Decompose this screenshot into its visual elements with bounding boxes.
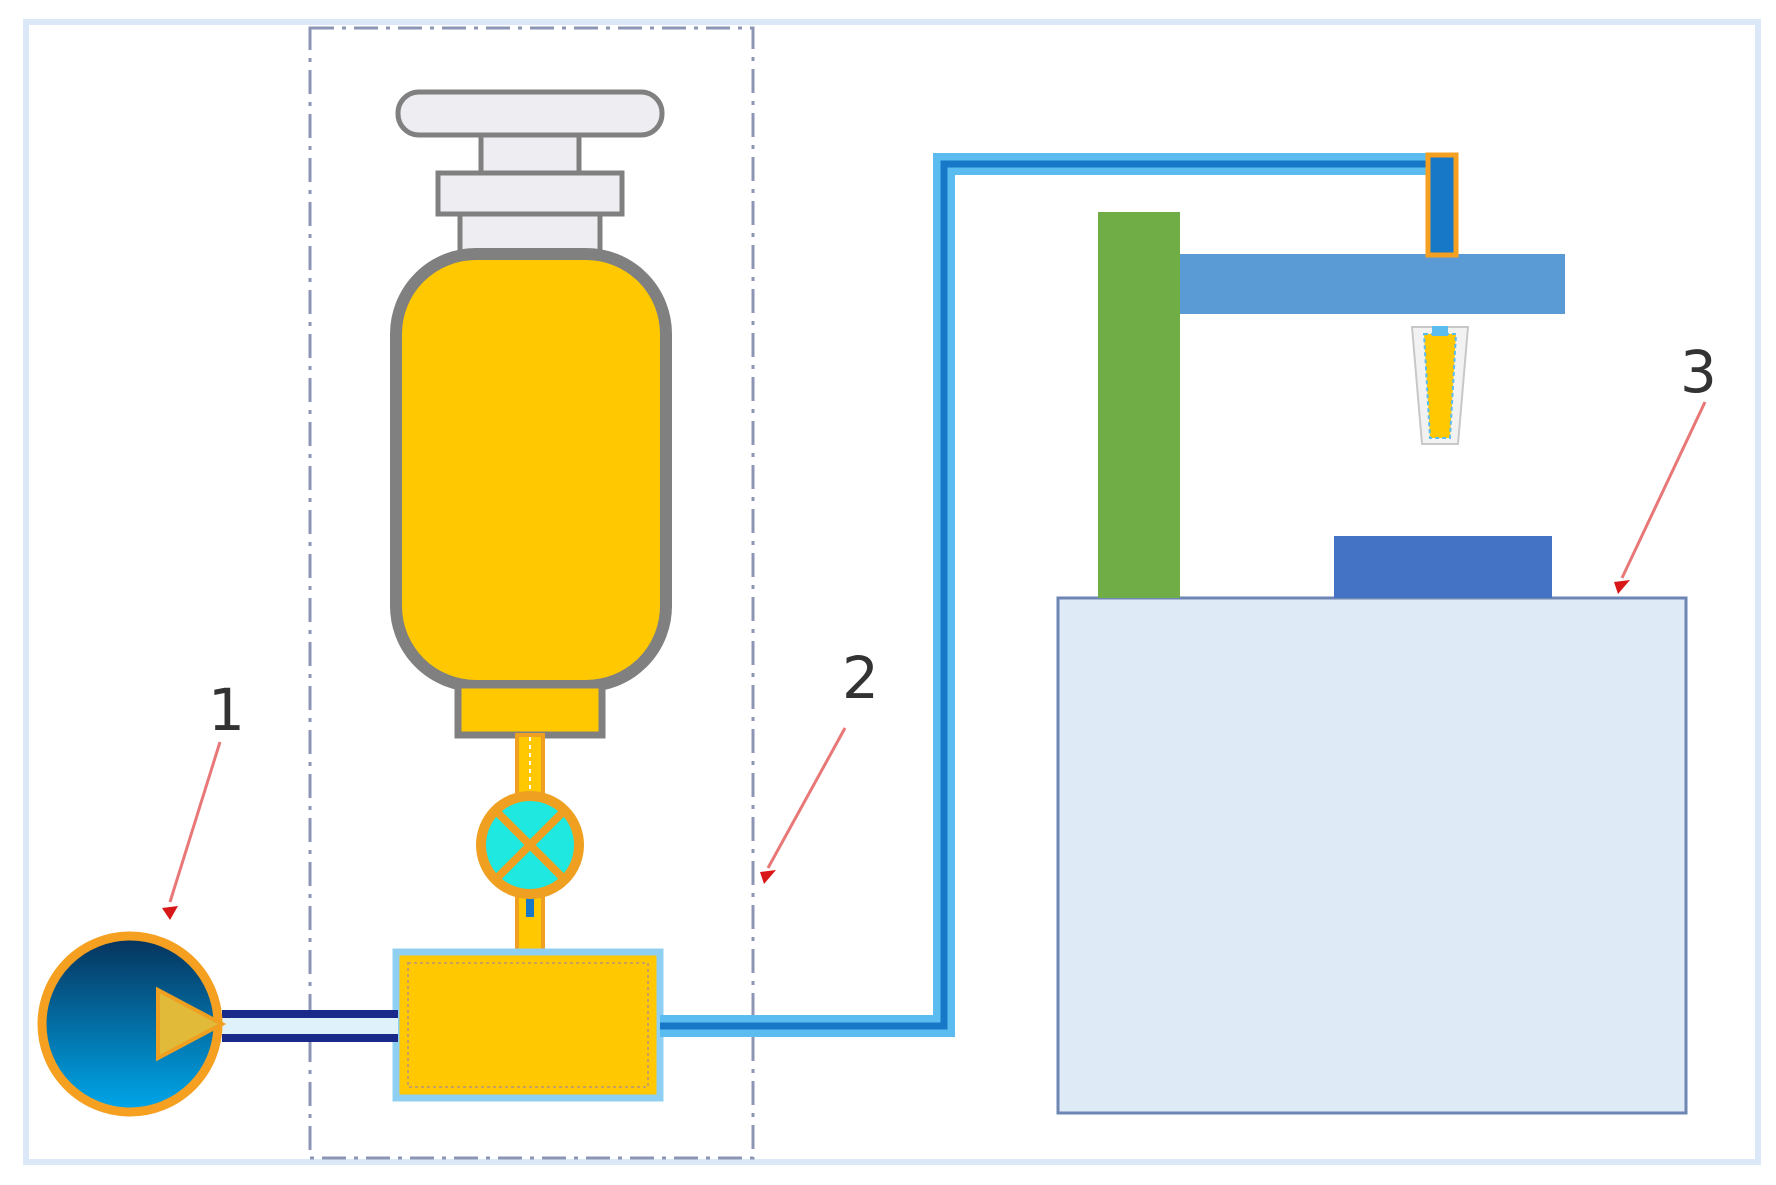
pump-icon	[37, 931, 227, 1117]
nozzle-icon	[1410, 326, 1470, 445]
feed-pipe-lower-core	[526, 895, 534, 917]
tank-cap-neck	[478, 132, 582, 176]
leader-line-supply-module	[766, 727, 847, 869]
label-machine: 3	[1680, 338, 1717, 406]
label-supply-module: 2	[842, 644, 879, 712]
tank-outlet	[454, 681, 606, 739]
leader-line-pump	[168, 741, 222, 903]
leader-line-machine	[1620, 401, 1707, 579]
tank-cap-top	[395, 89, 665, 138]
worktable	[1334, 536, 1552, 598]
tank-cap-collar	[435, 170, 625, 217]
mixing-chamber	[392, 948, 664, 1102]
nozzle-feed	[1425, 152, 1459, 258]
pump-pipe-core	[222, 1018, 398, 1034]
valve-icon	[476, 791, 584, 899]
tank-cap-base	[457, 211, 603, 255]
tank-body	[390, 248, 672, 692]
leader-arrow-pump	[162, 906, 178, 920]
mixing-chamber-inner	[407, 962, 649, 1088]
machine-arm	[1180, 254, 1565, 314]
label-pump: 1	[208, 676, 245, 744]
machine-column	[1098, 212, 1180, 598]
supply-module-boundary	[308, 26, 755, 1160]
leader-arrow-supply-module	[760, 870, 776, 884]
machine-body	[1056, 596, 1688, 1115]
leader-arrow-machine	[1614, 580, 1630, 594]
